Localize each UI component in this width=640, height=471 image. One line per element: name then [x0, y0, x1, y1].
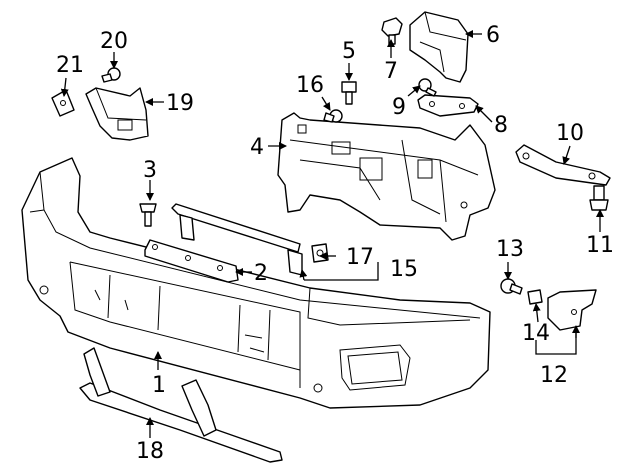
- callout-20: 20: [100, 29, 128, 54]
- bolt-20: [101, 67, 121, 83]
- callout-14: 14: [522, 321, 550, 346]
- lower-valance-18: [79, 347, 283, 463]
- callout-10: 10: [556, 121, 584, 146]
- clip-21: [51, 89, 75, 117]
- bolt-5: [341, 81, 357, 105]
- callout-15: 15: [390, 257, 418, 282]
- callout-1: 1: [152, 373, 166, 398]
- upper-bracket: [409, 11, 469, 83]
- upper-bracket-strip: [144, 239, 239, 283]
- bumper-face-bar: [21, 157, 491, 409]
- callout-18: 18: [136, 439, 164, 464]
- bolt-3: [139, 203, 157, 227]
- callout-16: 16: [296, 73, 324, 98]
- clip-14: [527, 289, 543, 305]
- filler-bar: [171, 203, 303, 276]
- bracket-10: [515, 144, 611, 186]
- callout-21: 21: [56, 53, 84, 78]
- callout-2: 2: [254, 261, 268, 286]
- callout-19: 19: [166, 91, 194, 116]
- bracket-19: [85, 87, 149, 141]
- callout-9: 9: [392, 95, 406, 120]
- bolt-7: [381, 17, 403, 45]
- callout-8: 8: [494, 113, 508, 138]
- callout-4: 4: [250, 135, 264, 160]
- callout-13: 13: [496, 237, 524, 262]
- leader-lines: [60, 30, 604, 438]
- clip-17: [311, 243, 329, 263]
- bolt-9: [418, 78, 437, 97]
- reinforcement-bracket: [277, 112, 496, 241]
- callout-3: 3: [143, 158, 157, 183]
- bolt-16: [323, 109, 343, 123]
- bracket-12: [547, 289, 597, 331]
- bolt-13: [500, 278, 523, 295]
- bolt-11: [589, 185, 609, 211]
- small-bracket-8: [417, 94, 479, 117]
- callout-7: 7: [384, 59, 398, 84]
- callout-11: 11: [586, 233, 614, 258]
- callout-6: 6: [486, 23, 500, 48]
- callout-labels: 1 2 3 4 5 6 7 8 9 10 11 12 13 14 15 16 1…: [56, 23, 614, 464]
- callout-5: 5: [342, 39, 356, 64]
- callout-12: 12: [540, 363, 568, 388]
- callout-17: 17: [346, 245, 374, 270]
